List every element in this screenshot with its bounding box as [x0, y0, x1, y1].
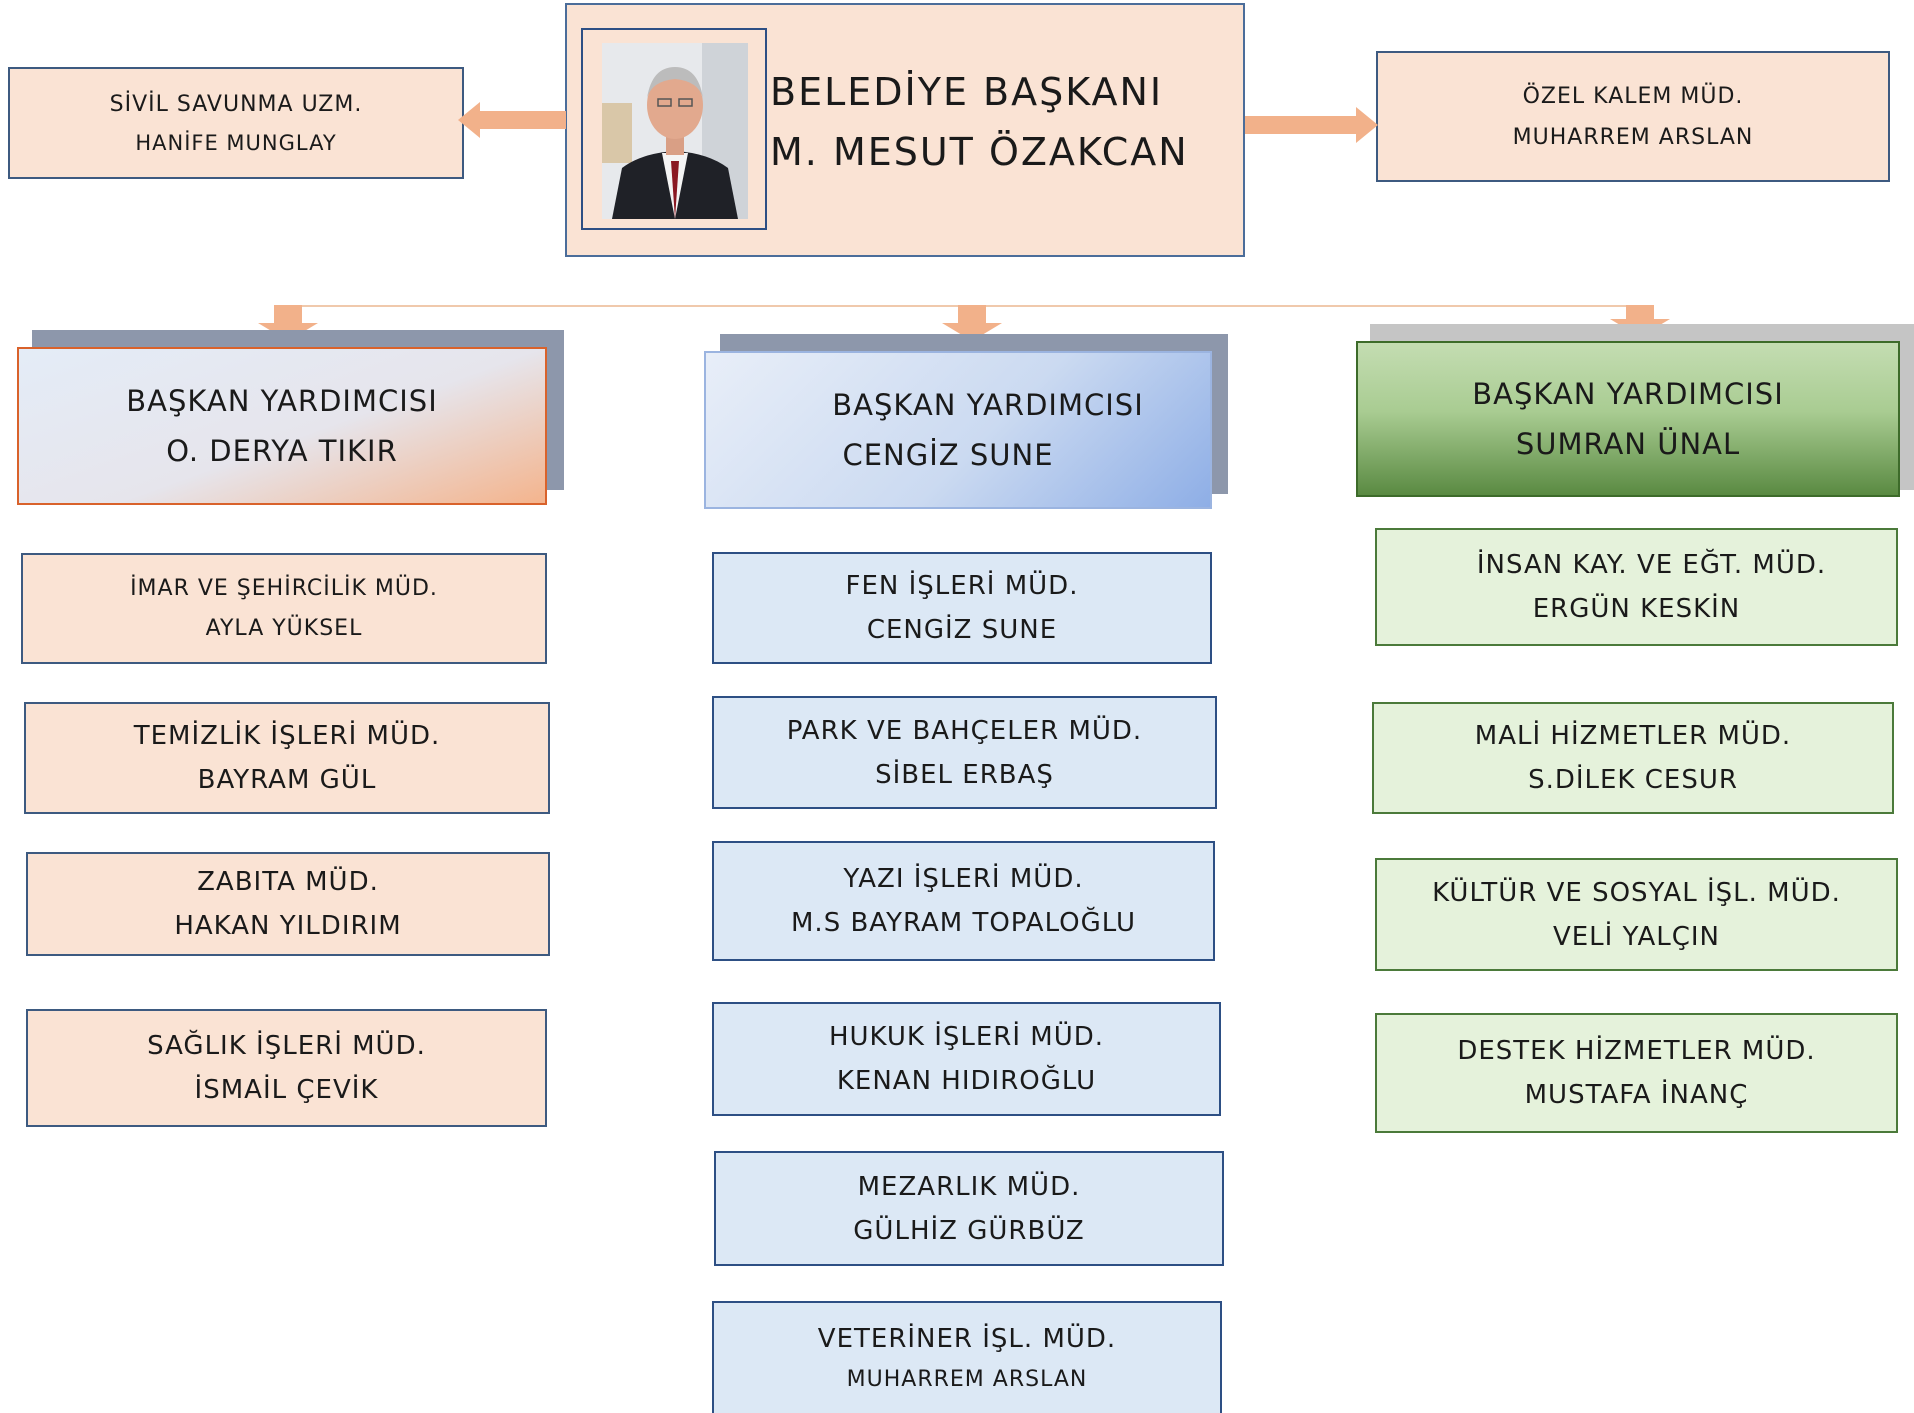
col2-item-3-name: M.S BAYRAM TOPALOĞLU: [791, 908, 1136, 938]
arrow-left-shaft: [478, 111, 566, 129]
mayor-photo-frame: [581, 28, 767, 230]
arrow-right-shaft: [1245, 116, 1357, 134]
col2-item-2-title: PARK VE BAHÇELER MÜD.: [786, 715, 1143, 746]
col1-item-2-title: TEMİZLİK İŞLERİ MÜD.: [133, 721, 441, 751]
col3-item-3: KÜLTÜR VE SOSYAL İŞL. MÜD. VELİ YALÇIN: [1375, 858, 1898, 971]
col2-item-1: FEN İŞLERİ MÜD. CENGİZ SUNE: [712, 552, 1212, 664]
col3-item-4-name: MUSTAFA İNANÇ: [1524, 1080, 1749, 1110]
col3-item-3-name: VELİ YALÇIN: [1552, 921, 1721, 952]
col1-item-3: ZABITA MÜD. HAKAN YILDIRIM: [26, 852, 550, 956]
col1-item-2-name: BAYRAM GÜL: [197, 765, 377, 795]
col1-item-1-title: İMAR VE ŞEHİRCİLİK MÜD.: [130, 575, 438, 601]
col2-item-5-title: MEZARLIK MÜD.: [857, 1171, 1081, 1202]
col1-item-3-title: ZABITA MÜD.: [197, 867, 379, 897]
deputy-1-title: BAŞKAN YARDIMCISI: [126, 384, 438, 418]
col2-item-4: HUKUK İŞLERİ MÜD. KENAN HIDIROĞLU: [712, 1002, 1221, 1116]
deputy-2-title: BAŞKAN YARDIMCISI: [832, 388, 1144, 422]
private-office-title: ÖZEL KALEM MÜD.: [1522, 83, 1744, 109]
deputy-1-box: BAŞKAN YARDIMCISI O. DERYA TIKIR: [17, 347, 547, 505]
col3-item-2-title: MALİ HİZMETLER MÜD.: [1474, 721, 1792, 751]
col1-item-2: TEMİZLİK İŞLERİ MÜD. BAYRAM GÜL: [24, 702, 550, 814]
deputy-2-box: BAŞKAN YARDIMCISI CENGİZ SUNE: [704, 351, 1212, 509]
private-office-box: ÖZEL KALEM MÜD. MUHARREM ARSLAN: [1376, 51, 1890, 182]
col3-item-4-title: DESTEK HİZMETLER MÜD.: [1457, 1036, 1816, 1066]
deputy-3-box: BAŞKAN YARDIMCISI SUMRAN ÜNAL: [1356, 341, 1900, 497]
col2-item-6-name: MUHARREM ARSLAN: [846, 1367, 1088, 1392]
col2-item-4-title: HUKUK İŞLERİ MÜD.: [828, 1022, 1105, 1052]
col2-item-1-name: CENGİZ SUNE: [866, 615, 1058, 645]
col2-item-2: PARK VE BAHÇELER MÜD. SİBEL ERBAŞ: [712, 696, 1217, 809]
civil-defense-box: SİVİL SAVUNMA UZM. HANİFE MUNGLAY: [8, 67, 464, 179]
col1-item-4-name: İSMAİL ÇEVİK: [194, 1075, 379, 1105]
col2-item-1-title: FEN İŞLERİ MÜD.: [845, 571, 1079, 601]
col3-item-1: İNSAN KAY. VE EĞT. MÜD. ERGÜN KESKİN: [1375, 528, 1898, 646]
mayor-portrait-icon: [602, 43, 748, 219]
col1-item-4: SAĞLIK İŞLERİ MÜD. İSMAİL ÇEVİK: [26, 1009, 547, 1127]
col3-item-2-name: S.DİLEK CESUR: [1528, 765, 1738, 795]
deputy-2-name: CENGİZ SUNE: [842, 438, 1054, 472]
col2-item-6: VETERİNER İŞL. MÜD. MUHARREM ARSLAN: [712, 1301, 1222, 1413]
col3-item-1-title: İNSAN KAY. VE EĞT. MÜD.: [1476, 550, 1827, 580]
col1-item-4-title: SAĞLIK İŞLERİ MÜD.: [147, 1031, 426, 1061]
col1-item-1-name: AYLA YÜKSEL: [205, 615, 363, 641]
civil-defense-name: HANİFE MUNGLAY: [135, 131, 337, 155]
arrow-left-icon: [458, 102, 480, 138]
col2-item-5-name: GÜLHİZ GÜRBÜZ: [853, 1215, 1085, 1246]
col2-item-2-name: SİBEL ERBAŞ: [875, 759, 1054, 790]
col3-item-2: MALİ HİZMETLER MÜD. S.DİLEK CESUR: [1372, 702, 1894, 814]
col1-item-3-name: HAKAN YILDIRIM: [174, 911, 402, 941]
deputy-3-title: BAŞKAN YARDIMCISI: [1472, 377, 1784, 411]
col2-item-6-title: VETERİNER İŞL. MÜD.: [817, 1324, 1117, 1354]
arrow-right-icon: [1356, 107, 1378, 143]
civil-defense-title: SİVİL SAVUNMA UZM.: [109, 92, 363, 117]
deputy-1-name: O. DERYA TIKIR: [166, 434, 398, 468]
deputy-3-name: SUMRAN ÜNAL: [1515, 427, 1741, 461]
col3-item-1-name: ERGÜN KESKİN: [1532, 594, 1741, 624]
col2-item-5: MEZARLIK MÜD. GÜLHİZ GÜRBÜZ: [714, 1151, 1224, 1266]
col2-item-3-title: YAZI İŞLERİ MÜD.: [843, 864, 1084, 894]
private-office-name: MUHARREM ARSLAN: [1512, 124, 1754, 150]
col3-item-3-title: KÜLTÜR VE SOSYAL İŞL. MÜD.: [1432, 877, 1841, 908]
mayor-title: BELEDİYE BAŞKANI: [770, 70, 1164, 114]
col2-item-3: YAZI İŞLERİ MÜD. M.S BAYRAM TOPALOĞLU: [712, 841, 1215, 961]
col2-item-4-name: KENAN HIDIROĞLU: [836, 1066, 1097, 1096]
col1-item-1: İMAR VE ŞEHİRCİLİK MÜD. AYLA YÜKSEL: [21, 553, 547, 664]
col3-item-4: DESTEK HİZMETLER MÜD. MUSTAFA İNANÇ: [1375, 1013, 1898, 1133]
mayor-name: M. MESUT ÖZAKCAN: [770, 130, 1189, 174]
